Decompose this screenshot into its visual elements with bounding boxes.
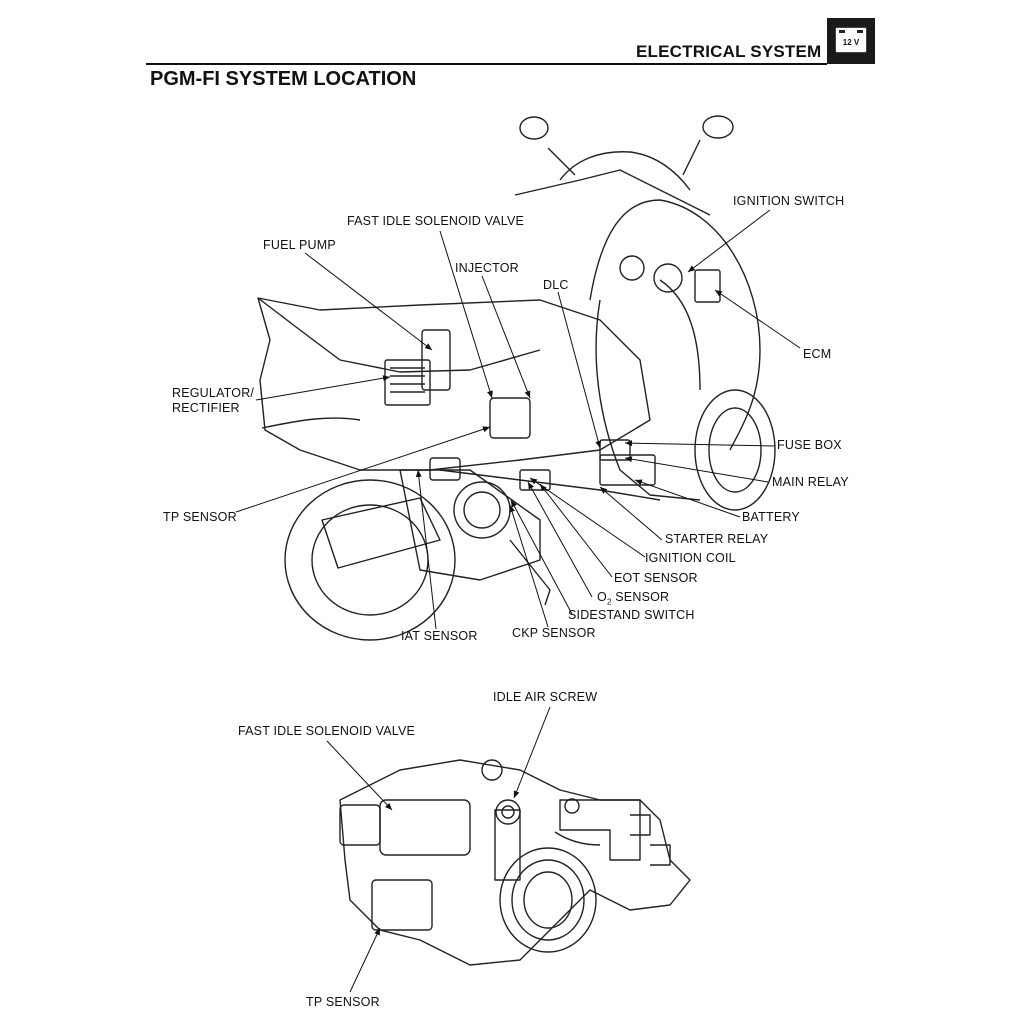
label-starter-relay: STARTER RELAY bbox=[665, 532, 769, 546]
label-fuel-pump: FUEL PUMP bbox=[263, 238, 336, 252]
label-o2-sensor: O2 SENSOR bbox=[597, 590, 669, 607]
label-ecm: ECM bbox=[803, 347, 832, 361]
label-regulator-rectifier-line1: REGULATOR/ bbox=[172, 386, 255, 400]
label-battery: BATTERY bbox=[742, 510, 800, 524]
label-tb-tp-sensor: TP SENSOR bbox=[306, 995, 380, 1009]
label-regulator-rectifier-line2: RECTIFIER bbox=[172, 401, 240, 415]
label-ignition-coil: IGNITION COIL bbox=[645, 551, 736, 565]
label-tb-fast-idle-solenoid-valve: FAST IDLE SOLENOID VALVE bbox=[238, 724, 416, 738]
label-fast-idle-solenoid-valve: FAST IDLE SOLENOID VALVE bbox=[347, 214, 525, 228]
label-fuse-box: FUSE BOX bbox=[777, 438, 842, 452]
throttle-body-illustration bbox=[339, 759, 691, 966]
page-title: PGM-FI SYSTEM LOCATION bbox=[150, 68, 417, 90]
label-o2-prefix: O bbox=[597, 590, 607, 604]
battery-12v-icon: 12 V bbox=[835, 27, 867, 53]
label-o2-subscript: 2 bbox=[606, 597, 612, 607]
label-eot-sensor: EOT SENSOR bbox=[614, 571, 698, 585]
label-iat-sensor: IAT SENSOR bbox=[401, 629, 478, 643]
label-ckp-sensor: CKP SENSOR bbox=[512, 626, 596, 640]
header-rule bbox=[146, 63, 827, 65]
section-title: ELECTRICAL SYSTEM bbox=[636, 42, 822, 61]
label-sidestand-switch: SIDESTAND SWITCH bbox=[568, 608, 695, 622]
scooter-leader-lines bbox=[235, 209, 801, 630]
label-ignition-switch: IGNITION SWITCH bbox=[733, 194, 845, 208]
throttle-body-leader-lines bbox=[326, 706, 551, 993]
battery-voltage-label: 12 V bbox=[842, 38, 860, 47]
label-injector: INJECTOR bbox=[455, 261, 519, 275]
label-main-relay: MAIN RELAY bbox=[772, 475, 849, 489]
label-o2-suffix: SENSOR bbox=[611, 590, 670, 604]
label-dlc: DLC bbox=[543, 278, 569, 292]
label-idle-air-screw: IDLE AIR SCREW bbox=[493, 690, 598, 704]
label-tp-sensor: TP SENSOR bbox=[163, 510, 237, 524]
